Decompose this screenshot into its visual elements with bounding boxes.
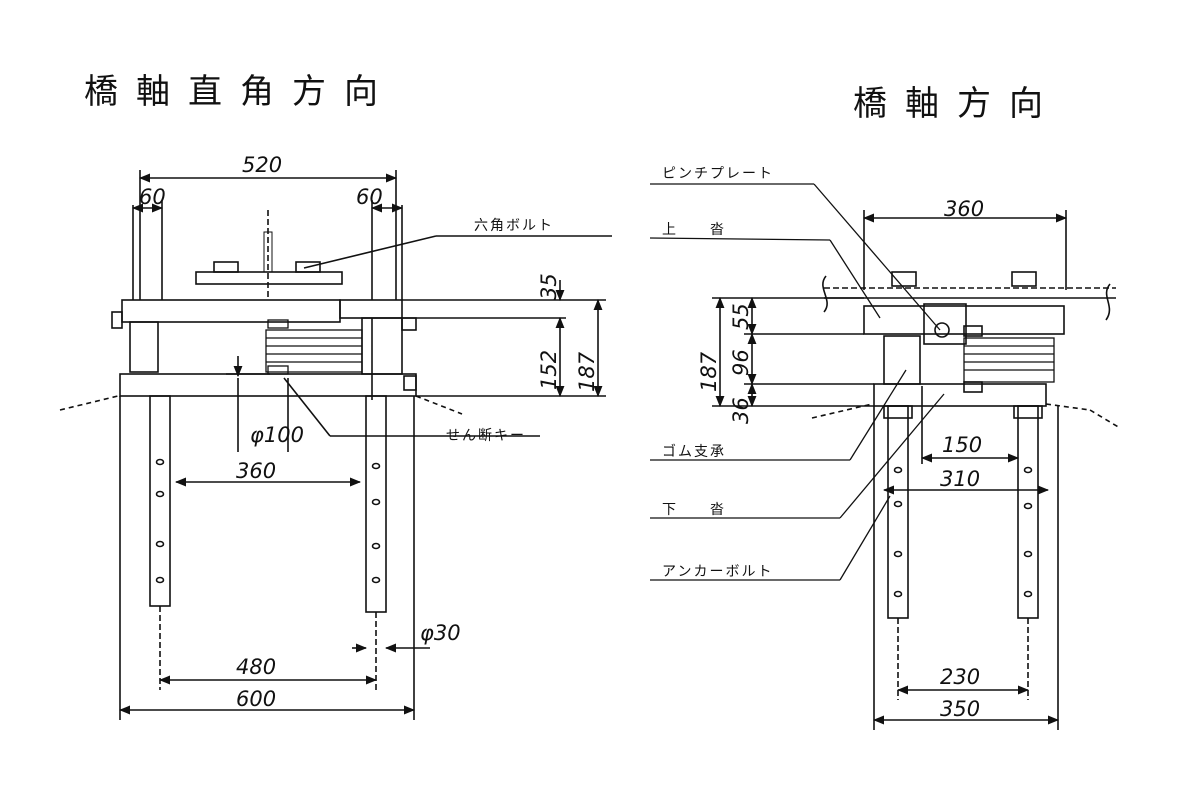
label-lower-shoe: 下 沓	[662, 502, 726, 518]
rubber-layers-right	[963, 337, 1055, 383]
rubber-layers-left	[265, 319, 363, 375]
dim-520-label: 520	[242, 153, 282, 177]
girder-right	[822, 275, 1116, 321]
dim-152-label: 152	[537, 350, 561, 390]
lower-shoe-right	[811, 383, 1121, 429]
dim-520-line	[138, 170, 398, 300]
dim-360-left-label: 360	[236, 459, 276, 483]
dim-vertical-right	[712, 296, 874, 408]
dim-150-310	[882, 386, 1050, 495]
label-upper-shoe: 上 沓	[662, 222, 726, 238]
dim-360-right-label: 360	[944, 197, 984, 221]
dim-36-label: 36	[729, 397, 753, 424]
anchor-bolts-left	[149, 395, 387, 690]
dim-150-label: 150	[942, 433, 982, 457]
title-longitudinal: 橋軸方向	[853, 84, 1061, 124]
label-anchor-bolt: アンカーボルト	[662, 564, 773, 580]
leader-hex-bolt	[303, 235, 437, 269]
dim-35-label: 35	[537, 273, 561, 300]
dim-96-label: 96	[729, 349, 753, 376]
hex-bolt-assembly	[195, 210, 343, 300]
leaders-right	[649, 183, 945, 581]
dim-350	[872, 406, 1060, 730]
dim-480-label: 480	[236, 655, 276, 679]
dim-phi30-label: φ30	[420, 621, 461, 645]
dim-350-label: 350	[940, 697, 980, 721]
dim-60-left-label: 60	[139, 185, 166, 209]
right-view	[649, 183, 1121, 730]
dim-phi100-label: φ100	[250, 423, 304, 447]
left-view	[59, 170, 612, 720]
leader-shear-key	[283, 377, 331, 437]
dim-360-right	[862, 210, 1068, 290]
title-transverse: 橋軸直角方向	[84, 72, 396, 112]
hex-nuts-right	[891, 271, 1037, 287]
label-pin-plate: ピンチプレート	[662, 166, 774, 182]
dim-600-label: 600	[236, 687, 276, 711]
dim-55-label: 55	[729, 303, 753, 330]
dim-vertical-left	[402, 280, 606, 398]
pin-plate-right	[923, 303, 967, 345]
dim-187-right-label: 187	[697, 351, 721, 392]
dim-60-lines	[131, 200, 404, 300]
dim-230-label: 230	[940, 665, 980, 689]
dim-187-label: 187	[575, 351, 599, 392]
label-rubber-bearing: ゴム支承	[662, 443, 726, 460]
label-hex-bolt: 六角ボルト	[474, 218, 554, 234]
dim-60-right-label: 60	[356, 185, 383, 209]
dim-310-label: 310	[940, 467, 980, 491]
dim-600	[118, 396, 416, 720]
dim-shear-key	[226, 356, 289, 452]
label-shear-key: せん断キー	[446, 428, 526, 444]
